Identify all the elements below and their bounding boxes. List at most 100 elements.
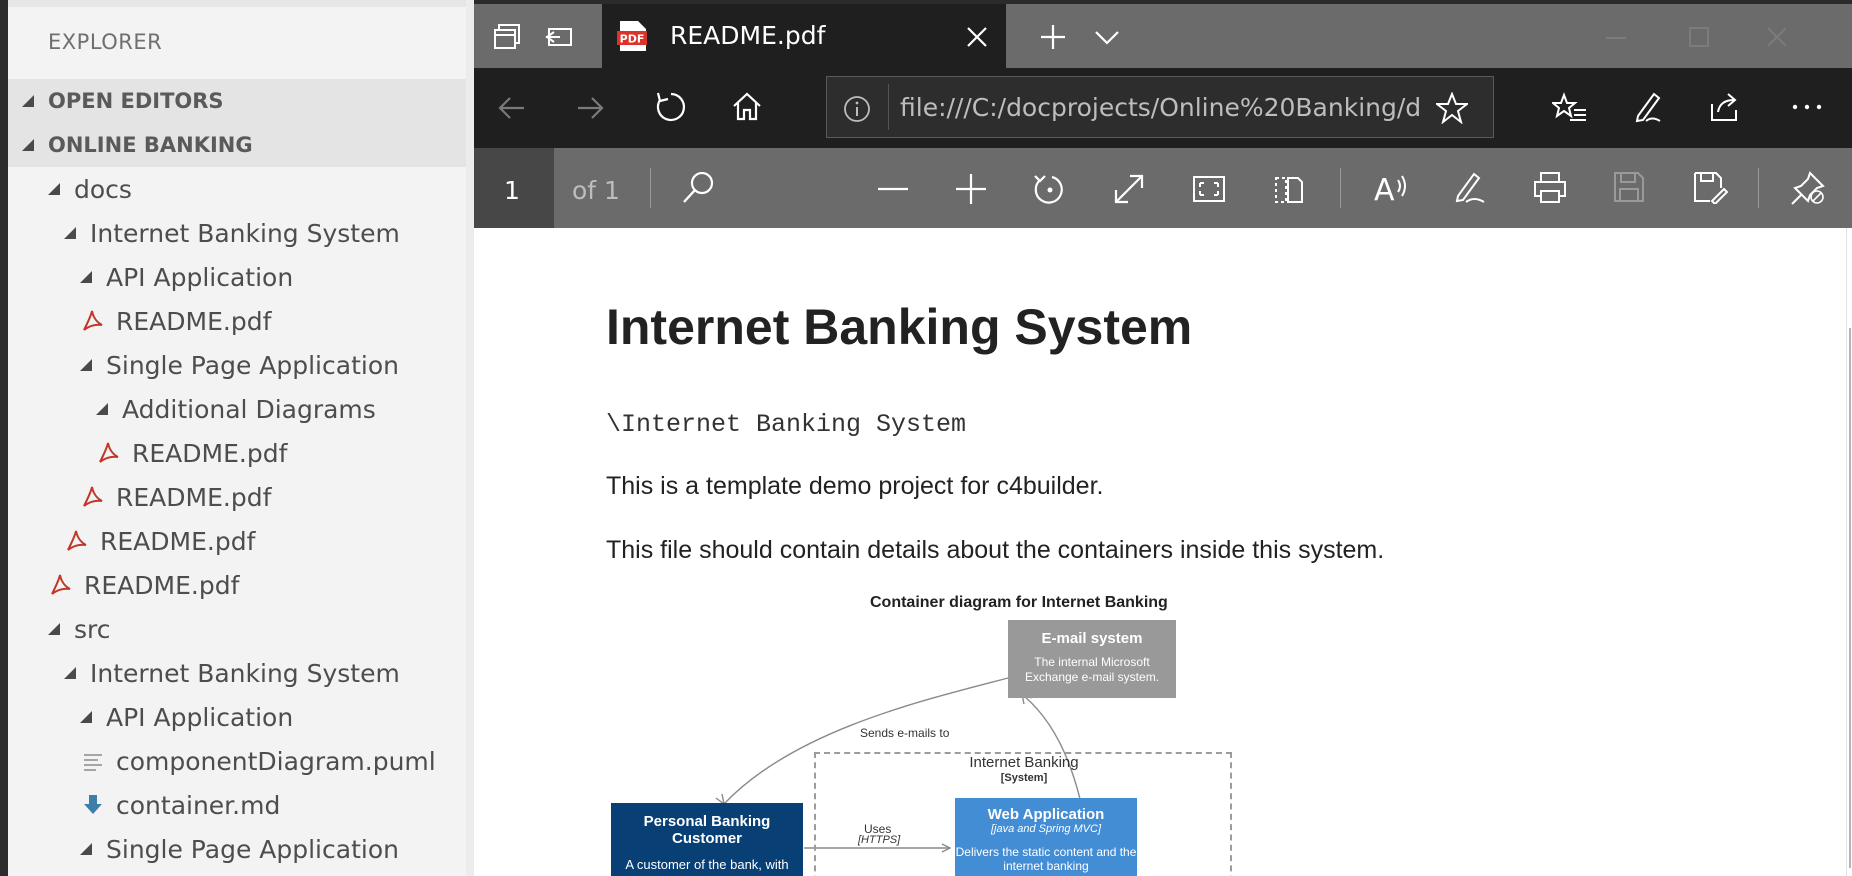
tree-item[interactable]: API Application [8, 695, 466, 739]
tree-item-label: container.md [116, 790, 281, 820]
chevron-down-icon[interactable] [1094, 26, 1120, 48]
tree-item[interactable]: API Application [8, 255, 466, 299]
text-file-icon [84, 754, 102, 771]
read-aloud-icon[interactable]: A [1372, 170, 1410, 206]
expand-arrow-icon [80, 271, 92, 283]
explorer-panel: EXPLORER OPEN EDITORS ONLINE BANKING doc… [0, 0, 474, 876]
pin-toolbar-icon[interactable] [1790, 170, 1826, 206]
toolbar-separator [650, 168, 651, 208]
tree-item[interactable]: README.pdf [8, 299, 466, 343]
pdf-document-page[interactable] [474, 228, 1846, 876]
pdf-icon [99, 442, 119, 463]
tree-item[interactable]: componentDiagram.puml [8, 739, 466, 783]
favorite-star-icon[interactable] [1436, 92, 1468, 124]
tree-item[interactable]: container.md [8, 783, 466, 827]
tree-item[interactable]: Single Page Application [8, 827, 466, 871]
tree-item-label: Additional Diagrams [122, 394, 376, 424]
document-heading: Internet Banking System [606, 299, 1193, 355]
maximize-icon[interactable] [1688, 26, 1712, 50]
tree-item[interactable]: Internet Banking System [8, 211, 466, 255]
edge-browser: PDF README.pdf file:///C:/docprojects/On… [474, 0, 1852, 876]
tree-item[interactable]: Additional Diagrams [8, 387, 466, 431]
page-number[interactable]: 1 [504, 176, 520, 205]
page-count: of 1 [572, 176, 620, 205]
rotate-icon[interactable] [1032, 172, 1068, 208]
pdf-scrollbar[interactable] [1846, 228, 1852, 876]
set-aside-tabs-icon[interactable] [544, 22, 576, 52]
share-icon[interactable] [1708, 90, 1742, 124]
refresh-icon[interactable] [654, 90, 688, 124]
toolbar-separator [1758, 168, 1759, 208]
explorer-top-border [8, 0, 474, 7]
back-arrow-icon[interactable] [496, 92, 528, 124]
section-online-banking[interactable]: ONLINE BANKING [8, 123, 466, 167]
sends-email-label: Sends e-mails to [860, 726, 950, 740]
tab-title: README.pdf [670, 21, 826, 50]
svg-text:PDF: PDF [620, 33, 645, 46]
section-label: ONLINE BANKING [48, 133, 253, 157]
tree-item[interactable]: Internet Banking System [8, 651, 466, 695]
minimize-icon[interactable] [1604, 28, 1628, 48]
tree-item[interactable]: README.pdf [8, 431, 466, 475]
https-label: [HTTPS] [858, 834, 901, 846]
pdf-icon [83, 486, 103, 507]
tree-item[interactable]: Single Page Application [8, 343, 466, 387]
expand-arrow-icon [80, 711, 92, 723]
internet-banking-boundary [814, 752, 1232, 876]
tab-manager-icon[interactable] [492, 22, 522, 52]
section-open-editors[interactable]: OPEN EDITORS [8, 79, 466, 123]
close-window-icon[interactable] [1766, 26, 1790, 50]
svg-text:A: A [1374, 173, 1395, 206]
tree-item-label: README.pdf [100, 526, 256, 556]
tab-readme-pdf[interactable]: PDF README.pdf [602, 4, 1006, 68]
address-bar[interactable] [826, 76, 1494, 138]
close-tab-icon[interactable] [966, 26, 988, 48]
tree-item[interactable]: README.pdf [8, 475, 466, 519]
page-view-icon[interactable] [1272, 172, 1306, 206]
tree-item-label: Internet Banking System [90, 658, 400, 688]
tree-item[interactable]: README.pdf [8, 519, 466, 563]
address-separator [888, 84, 889, 130]
page-number-box[interactable] [474, 148, 554, 228]
more-options-icon[interactable] [1790, 100, 1824, 114]
save-as-icon[interactable] [1692, 170, 1728, 204]
boundary-subtitle: [System] [1000, 772, 1048, 784]
activity-bar-edge [0, 0, 8, 876]
pdf-icon [67, 530, 87, 551]
new-tab-icon[interactable] [1040, 24, 1066, 50]
tree-item[interactable]: src [8, 607, 466, 651]
customer-desc: A customer of the bank, with [625, 857, 789, 872]
document-paragraph: This file should contain details about t… [606, 536, 1385, 564]
email-system-title: E-mail system [1041, 630, 1143, 647]
search-icon[interactable] [680, 170, 716, 206]
scrollbar-thumb[interactable] [1849, 328, 1851, 868]
address-input[interactable]: file:///C:/docprojects/Online%20Banking/… [900, 93, 1420, 122]
expand-arrow-icon [96, 403, 108, 415]
fit-page-icon[interactable] [1112, 172, 1146, 206]
zoom-in-icon[interactable] [954, 172, 988, 206]
expand-arrow-icon [80, 843, 92, 855]
favorites-hub-icon[interactable] [1552, 92, 1588, 124]
uses-label: Uses [864, 822, 892, 836]
tree-item-label: Internet Banking System [90, 218, 400, 248]
fullscreen-icon[interactable] [1192, 174, 1226, 204]
forward-arrow-icon[interactable] [574, 92, 606, 124]
customer-title: Personal Banking Customer [643, 813, 771, 847]
panel-divider[interactable] [466, 0, 474, 876]
tree-item-label: README.pdf [116, 306, 272, 336]
draw-pen-icon[interactable] [1452, 170, 1486, 206]
toolbar-separator [1340, 168, 1341, 208]
expand-arrow-icon [48, 183, 60, 195]
tree-item-label: componentDiagram.puml [116, 746, 436, 776]
tree-item-label: README.pdf [84, 570, 240, 600]
explorer-title: EXPLORER [48, 30, 163, 54]
zoom-out-icon[interactable] [876, 174, 910, 204]
tree-item[interactable]: docs [8, 167, 466, 211]
customer-box: Personal Banking Customer A customer of … [611, 803, 803, 876]
info-icon[interactable] [842, 94, 872, 124]
print-icon[interactable] [1532, 170, 1568, 206]
home-icon[interactable] [730, 90, 764, 124]
tree-item[interactable]: README.pdf [8, 563, 466, 607]
save-icon[interactable] [1612, 170, 1646, 204]
web-note-pen-icon[interactable] [1630, 90, 1664, 124]
